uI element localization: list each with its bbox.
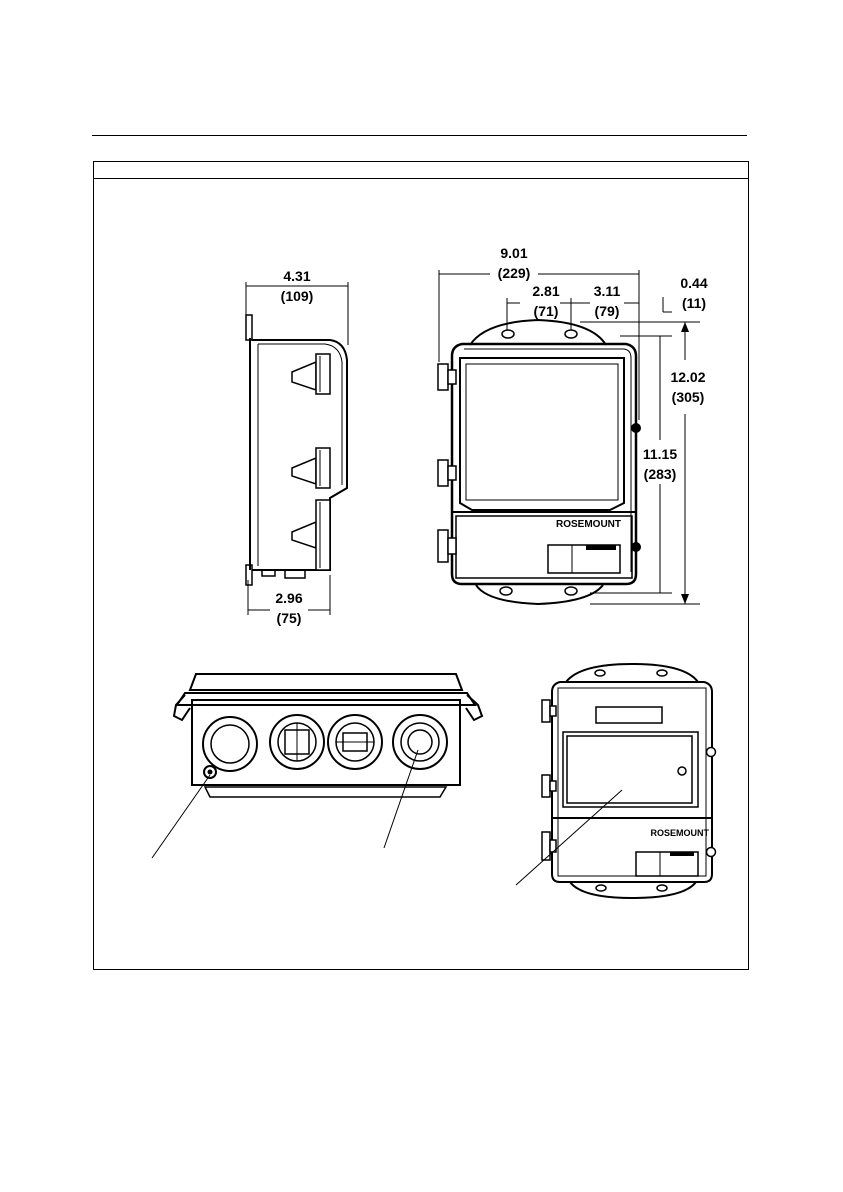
front-width-mm: (229) (498, 265, 531, 281)
front-width-inches: 9.01 (500, 245, 527, 261)
side-depth-inches: 2.96 (275, 590, 302, 606)
overall-height-inches: 12.02 (670, 369, 705, 385)
top-offset-mm: (11) (682, 295, 706, 311)
top-offset-inches: 0.44 (680, 275, 707, 291)
side-width-mm: (109) (281, 288, 314, 304)
hole-offset-mm: (71) (534, 303, 559, 319)
hole-offset-inches: 2.81 (532, 283, 559, 299)
hole-spacing-inches: 3.11 (594, 283, 621, 299)
side-depth-mm: (75) (277, 610, 302, 626)
body-height-mm: (283) (644, 466, 677, 482)
overall-height-mm: (305) (672, 389, 705, 405)
open-view-logo: ROSEMOUNT (651, 828, 710, 838)
bottom-perspective-view (152, 674, 482, 858)
side-width-inches: 4.31 (283, 268, 310, 284)
hole-spacing-mm: (79) (595, 303, 620, 319)
front-logo: ROSEMOUNT (556, 519, 621, 530)
front-view: ROSEMOUNT (438, 320, 641, 604)
side-view (246, 315, 347, 585)
body-height-inches: 11.15 (643, 446, 677, 462)
open-cover-view: ROSEMOUNT (516, 664, 716, 898)
